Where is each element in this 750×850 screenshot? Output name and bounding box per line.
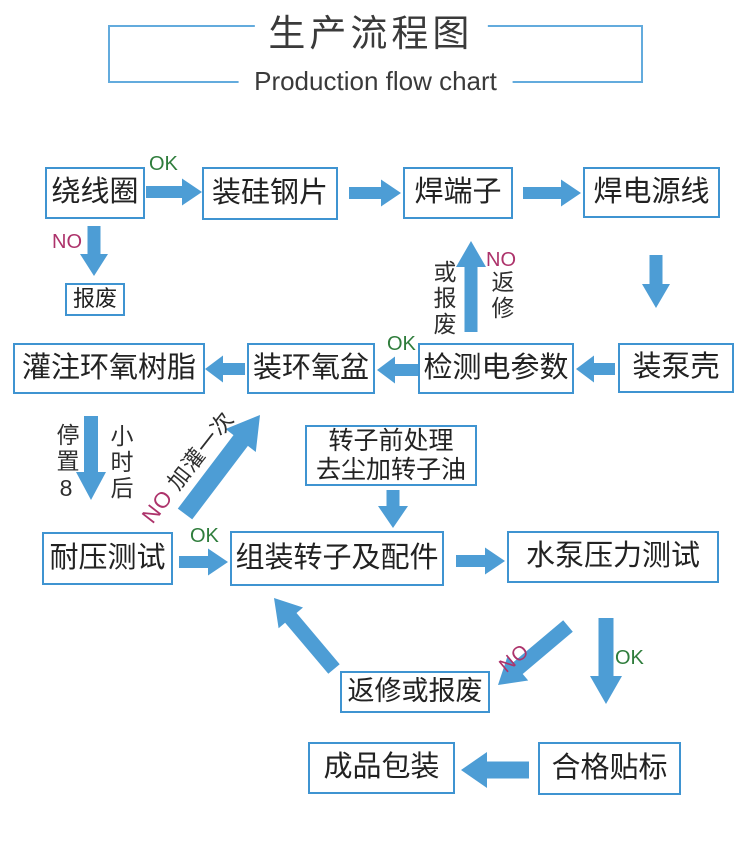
label-or-scrap: 或报废: [430, 260, 456, 338]
box-weld-terminal: 焊端子: [403, 167, 513, 219]
rotor-pretreatment-line2: 去尘加转子油: [315, 455, 466, 484]
arrow-pumpshell-to-check: [576, 355, 615, 383]
arrow-rework-to-terminal: [456, 241, 486, 332]
label-no-terminal: NO: [486, 249, 516, 271]
arrow-terminal-to-power: [523, 179, 581, 207]
box-rotor-pretreatment: 转子前处理 去尘加转子油: [305, 425, 477, 486]
label-rest-8h-left: 停置8: [53, 423, 79, 504]
box-withstand-test: 耐压测试: [42, 532, 173, 585]
arrow-pumptest-to-qualified: [590, 618, 622, 704]
label-ok-params: OK: [387, 333, 416, 355]
label-ok-withstand: OK: [190, 525, 219, 547]
label-ok-pump-test: OK: [615, 647, 644, 669]
arrow-check-to-basin: [377, 356, 418, 384]
arrow-rotorprep-to-assemble: [378, 490, 408, 528]
box-silicon-steel: 装硅钢片: [202, 167, 338, 220]
arrow-basin-to-pour: [205, 355, 245, 383]
box-scrap: 报废: [65, 283, 125, 316]
box-pump-shell: 装泵壳: [618, 343, 734, 393]
box-pump-pressure-test: 水泵压力测试: [507, 531, 719, 583]
box-weld-power-cord: 焊电源线: [583, 167, 720, 218]
arrow-assemble-to-pumptest: [456, 547, 505, 575]
arrow-silicon-to-terminal: [349, 179, 401, 207]
box-assemble-rotor: 组装转子及配件: [230, 531, 444, 586]
box-finished-packaging: 成品包装: [308, 742, 455, 794]
label-rest-8h-right: 小时后: [107, 424, 133, 502]
label-rework-vertical: 返修: [488, 270, 514, 322]
box-qualified-label: 合格贴标: [538, 742, 681, 795]
page-subtitle: Production flow chart: [238, 66, 513, 97]
label-no-coil: NO: [52, 231, 82, 253]
box-epoxy-basin: 装环氧盆: [247, 343, 375, 394]
arrow-withstand-to-assemble: [179, 548, 228, 576]
arrow-rework-to-assemble: [274, 598, 340, 674]
arrow-coil-to-scrap: [80, 226, 108, 276]
box-pour-epoxy-resin: 灌注环氧树脂: [13, 343, 205, 394]
label-ok-coil: OK: [149, 153, 178, 175]
box-check-electrical: 检测电参数: [418, 343, 574, 394]
page-title: 生产流程图: [254, 3, 488, 57]
arrow-refill-to-basin: [177, 415, 260, 520]
arrow-pumptest-to-rework: [498, 620, 573, 685]
box-rework-or-scrap: 返修或报废: [340, 671, 490, 713]
rotor-pretreatment-line1: 转子前处理: [328, 426, 454, 455]
arrow-power-to-pumpshell: [642, 255, 670, 308]
arrow-coil-to-silicon: [146, 178, 202, 206]
box-wind-coil: 绕线圈: [45, 167, 145, 219]
arrow-qualified-to-packaging: [461, 752, 529, 788]
arrow-pour-to-withstand: [76, 416, 106, 500]
title-frame: 生产流程图 Production flow chart: [108, 3, 643, 97]
